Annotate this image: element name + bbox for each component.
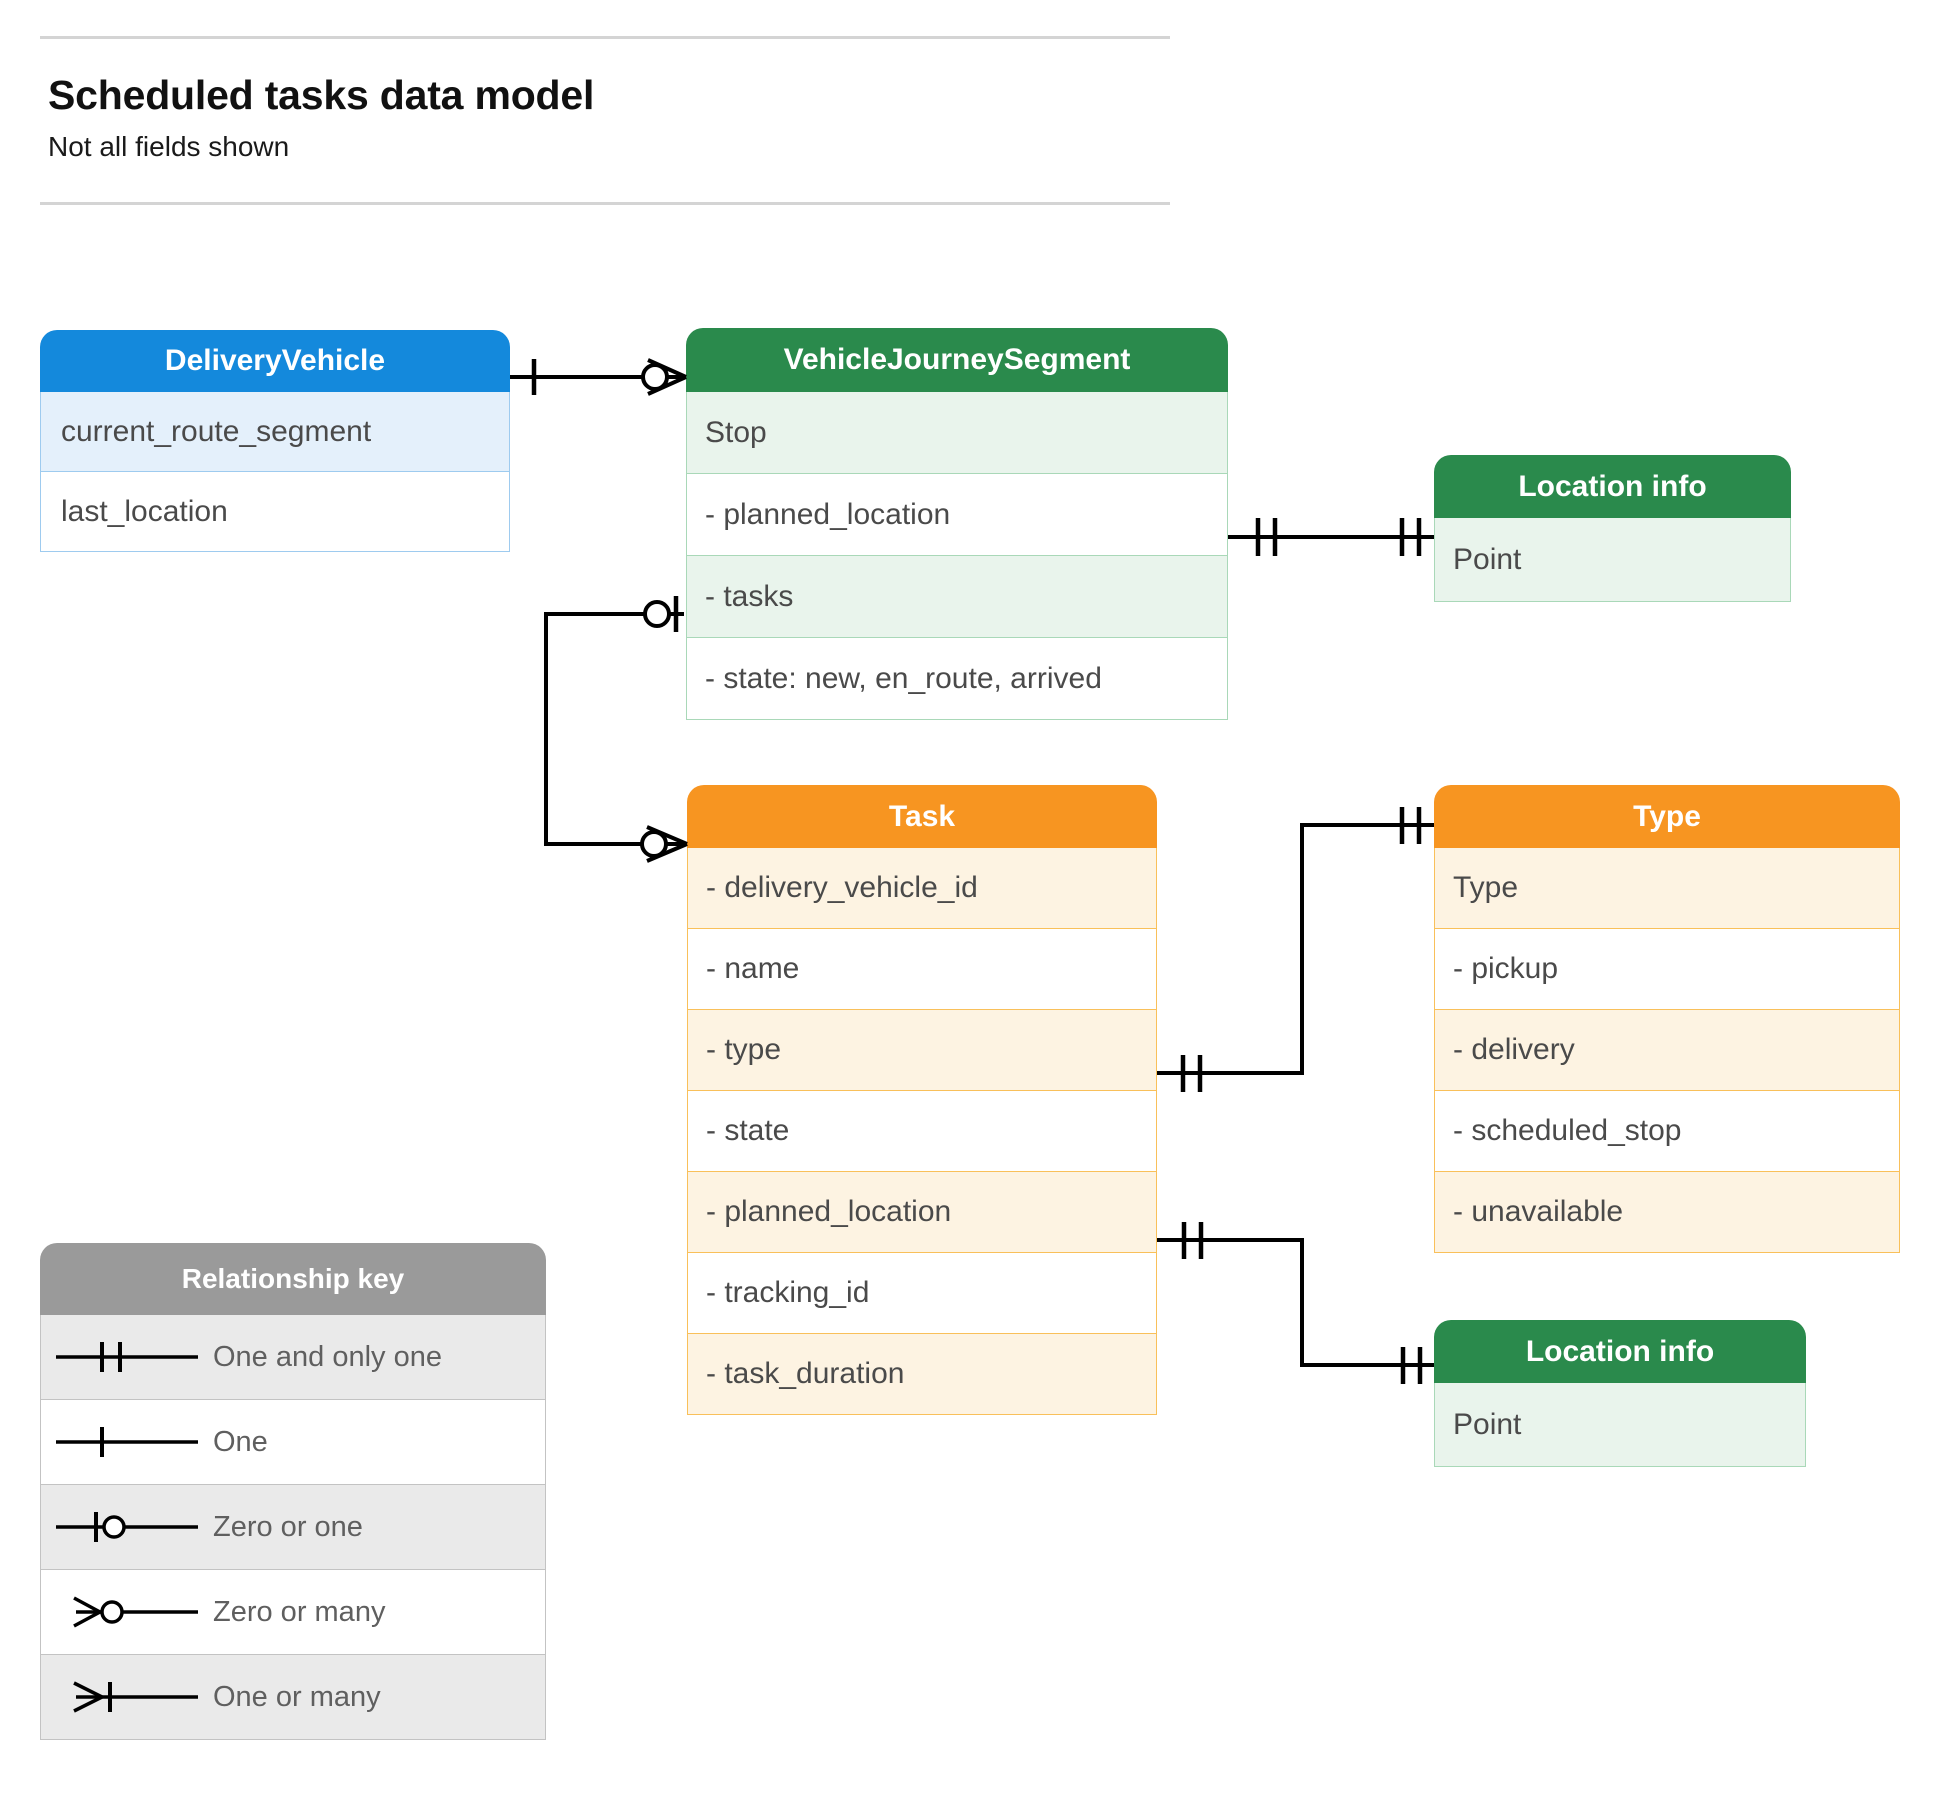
entity-type[interactable]: Type Type - pickup - delivery - schedule… (1434, 785, 1900, 1253)
page-subtitle: Not all fields shown (48, 131, 290, 162)
entity-task[interactable]: Task - delivery_vehicle_id - name - type… (687, 785, 1157, 1415)
zero-or-many-icon (41, 1592, 213, 1632)
connector-task-type-type (1157, 807, 1434, 1092)
entity-row[interactable]: - tasks (686, 556, 1228, 638)
header-divider-top (40, 36, 1170, 39)
entity-header-delivery-vehicle: DeliveryVehicle (40, 330, 510, 392)
page-title: Scheduled tasks data model (48, 72, 595, 118)
legend-item-one: One (40, 1400, 546, 1485)
legend-label: Zero or many (213, 1595, 386, 1628)
entity-row[interactable]: - planned_location (687, 1172, 1157, 1253)
connector-vjs-tasks-task (544, 596, 688, 863)
legend-relationship-key: Relationship key One and only one One (40, 1243, 546, 1740)
entity-row[interactable]: - delivery (1434, 1010, 1900, 1091)
entity-row[interactable]: Point (1434, 1383, 1806, 1467)
zero-or-one-icon (41, 1507, 213, 1547)
entity-header-location-info-bottom: Location info (1434, 1320, 1806, 1383)
entity-row[interactable]: - task_duration (687, 1334, 1157, 1415)
entity-row[interactable]: - pickup (1434, 929, 1900, 1010)
legend-item-one-and-only-one: One and only one (40, 1315, 546, 1400)
entity-row[interactable]: - name (687, 929, 1157, 1010)
entity-row[interactable]: - delivery_vehicle_id (687, 848, 1157, 929)
entity-row[interactable]: - state: new, en_route, arrived (686, 638, 1228, 720)
legend-label: Zero or one (213, 1510, 363, 1543)
legend-item-zero-or-one: Zero or one (40, 1485, 546, 1570)
entity-row[interactable]: Stop (686, 392, 1228, 474)
legend-label: One or many (213, 1680, 381, 1713)
entity-row[interactable]: - scheduled_stop (1434, 1091, 1900, 1172)
legend-label: One (213, 1425, 268, 1458)
entity-location-info-bottom[interactable]: Location info Point (1434, 1320, 1806, 1467)
header-divider-bottom (40, 202, 1170, 205)
entity-delivery-vehicle[interactable]: DeliveryVehicle current_route_segment la… (40, 330, 510, 552)
entity-row[interactable]: - planned_location (686, 474, 1228, 556)
legend-label: One and only one (213, 1340, 442, 1373)
legend-item-one-or-many: One or many (40, 1655, 546, 1740)
one-icon (41, 1422, 213, 1462)
entity-row[interactable]: - tracking_id (687, 1253, 1157, 1334)
entity-vehicle-journey-segment[interactable]: VehicleJourneySegment Stop - planned_loc… (686, 328, 1228, 720)
entity-row[interactable]: Point (1434, 518, 1791, 602)
entity-header-vehicle-journey-segment: VehicleJourneySegment (686, 328, 1228, 392)
entity-row[interactable]: - unavailable (1434, 1172, 1900, 1253)
legend-item-zero-or-many: Zero or many (40, 1570, 546, 1655)
connector-deliveryvehicle-vehiclejourneysegment (510, 358, 687, 396)
connector-vjs-plannedlocation-locationinfo (1228, 518, 1434, 556)
connector-task-plannedlocation-locationinfo (1157, 1222, 1434, 1384)
entity-row[interactable]: - type (687, 1010, 1157, 1091)
entity-row[interactable]: current_route_segment (40, 392, 510, 472)
one-or-many-icon (41, 1677, 213, 1717)
entity-row[interactable]: last_location (40, 472, 510, 552)
one-and-only-one-icon (41, 1337, 213, 1377)
entity-location-info-top[interactable]: Location info Point (1434, 455, 1791, 602)
entity-header-type: Type (1434, 785, 1900, 848)
entity-header-location-info-top: Location info (1434, 455, 1791, 518)
entity-row[interactable]: - state (687, 1091, 1157, 1172)
entity-row[interactable]: Type (1434, 848, 1900, 929)
legend-header: Relationship key (40, 1243, 546, 1315)
entity-header-task: Task (687, 785, 1157, 848)
